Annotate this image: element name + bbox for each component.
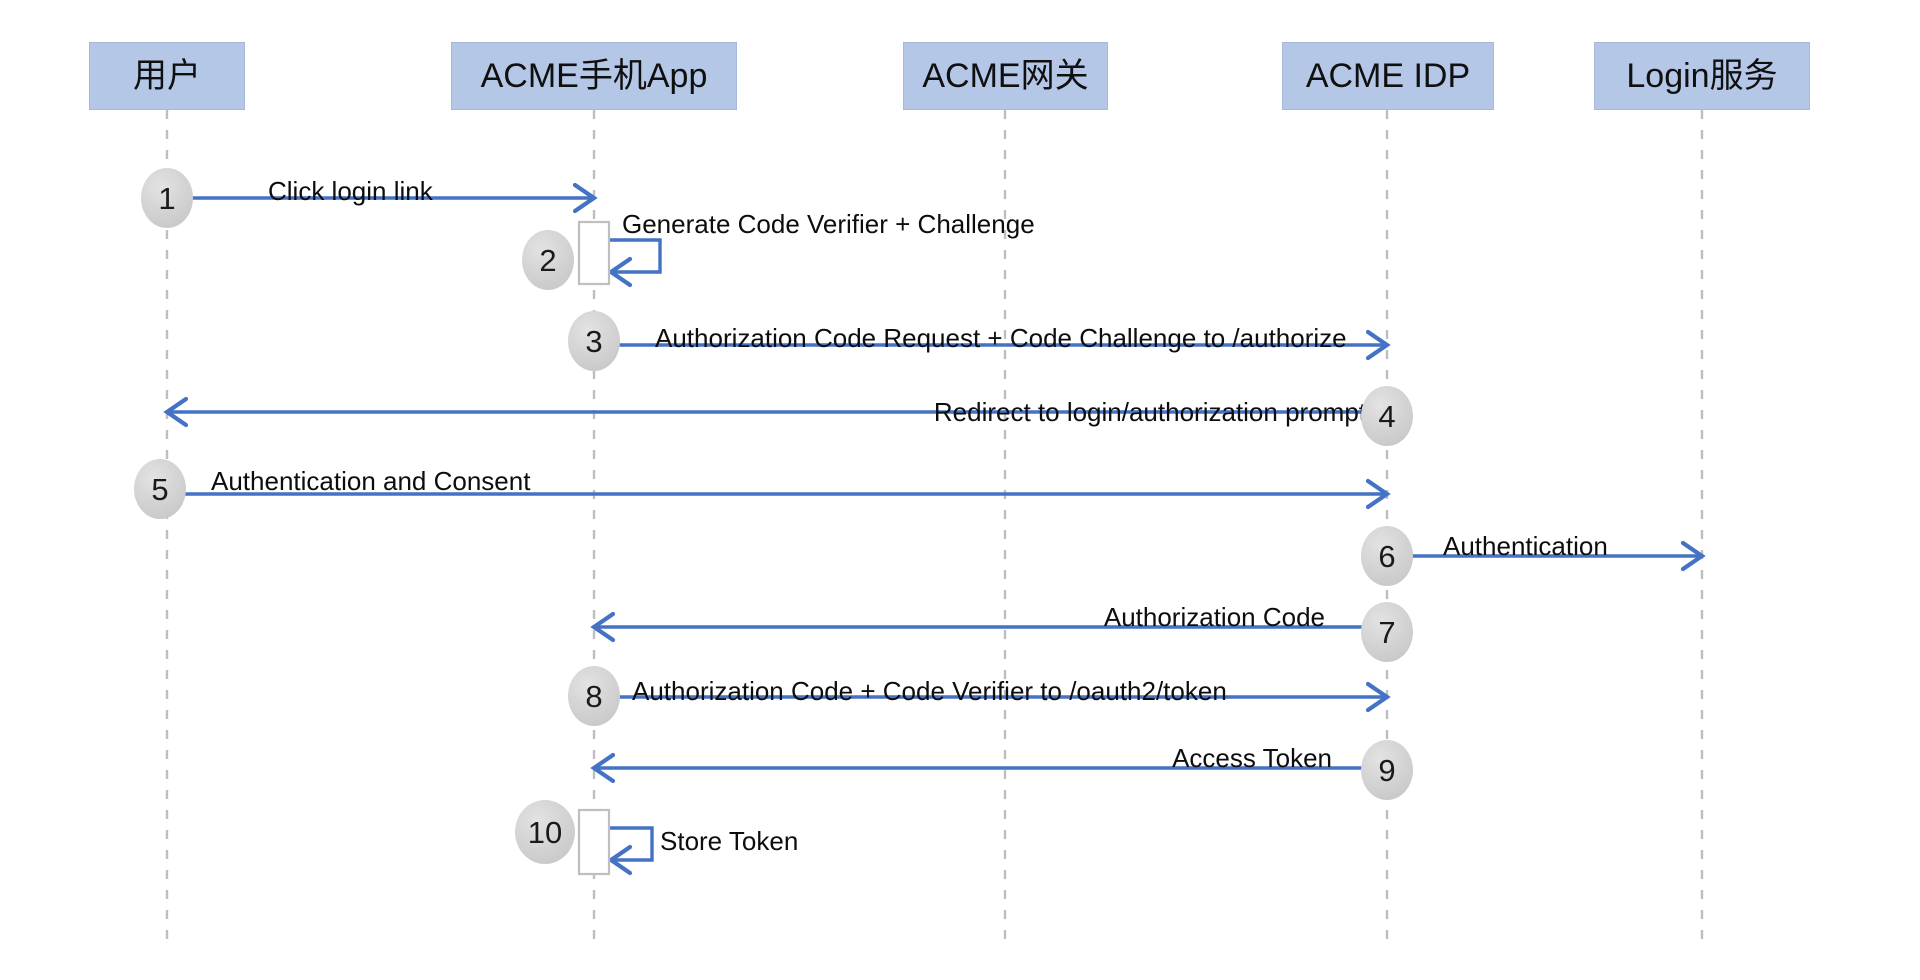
lifeline-header-label: 用户 bbox=[133, 57, 201, 95]
step-2-activation-box bbox=[577, 220, 611, 286]
arrowhead-glyph bbox=[590, 752, 616, 784]
lifeline-header-login[interactable]: Login服务 bbox=[1594, 42, 1810, 110]
lifeline-header-label: ACME IDP bbox=[1305, 57, 1471, 95]
arrowhead-glyph bbox=[572, 182, 598, 214]
lifeline-header-label: Login服务 bbox=[1626, 57, 1778, 95]
lifeline-header-label: ACME网关 bbox=[922, 57, 1089, 95]
arrowhead-glyph bbox=[1365, 681, 1391, 713]
arrowhead-glyph bbox=[163, 396, 189, 428]
step-4-arrowhead bbox=[163, 396, 189, 428]
step-10-message-label: Store Token bbox=[660, 826, 799, 856]
step-8-arrowhead bbox=[1365, 681, 1391, 713]
step-6-message-label: Authentication bbox=[1443, 531, 1608, 561]
step-2-self-loop-line bbox=[609, 238, 662, 274]
step-3-message-label: Authorization Code Request + Code Challe… bbox=[655, 323, 1347, 353]
step-5-arrowhead bbox=[1365, 478, 1391, 510]
step-8-message-label: Authorization Code + Code Verifier to /o… bbox=[632, 676, 1227, 706]
arrowhead-glyph bbox=[607, 844, 633, 876]
step-2-message-label: Generate Code Verifier + Challenge bbox=[622, 209, 1035, 239]
step-3-arrowhead bbox=[1365, 329, 1391, 361]
step-7-message-label: Authorization Code bbox=[1103, 602, 1325, 632]
step-2-number-badge[interactable]: 2 bbox=[522, 230, 574, 290]
arrowhead-glyph bbox=[607, 256, 633, 288]
lifeline-header-gateway[interactable]: ACME网关 bbox=[903, 42, 1108, 110]
lifeline-header-app[interactable]: ACME手机App bbox=[451, 42, 737, 110]
step-1-arrowhead bbox=[572, 182, 598, 214]
step-10-activation-box bbox=[577, 808, 611, 876]
lifeline-header-idp[interactable]: ACME IDP bbox=[1282, 42, 1494, 110]
step-1-number-badge[interactable]: 1 bbox=[141, 168, 193, 228]
step-10-self-loop-line bbox=[609, 826, 654, 862]
step-3-number-badge[interactable]: 3 bbox=[568, 311, 620, 371]
message-arrows-group bbox=[163, 182, 1706, 876]
step-7-number-badge[interactable]: 7 bbox=[1361, 602, 1413, 662]
step-1-message-label: Click login link bbox=[268, 176, 433, 206]
arrowhead-glyph bbox=[1365, 329, 1391, 361]
step-9-number-badge[interactable]: 9 bbox=[1361, 740, 1413, 800]
step-6-arrowhead-end bbox=[1680, 540, 1706, 572]
step-2-arrowhead bbox=[607, 256, 633, 288]
step-10-arrowhead bbox=[607, 844, 633, 876]
step-5-message-label: Authentication and Consent bbox=[211, 466, 531, 496]
step-4-number-badge[interactable]: 4 bbox=[1361, 386, 1413, 446]
step-10-number-badge[interactable]: 10 bbox=[515, 800, 575, 864]
step-8-number-badge[interactable]: 8 bbox=[568, 666, 620, 726]
arrowhead-glyph bbox=[1680, 540, 1706, 572]
arrowhead-glyph bbox=[590, 611, 616, 643]
step-9-arrowhead bbox=[590, 752, 616, 784]
step-6-number-badge[interactable]: 6 bbox=[1361, 526, 1413, 586]
step-7-arrowhead bbox=[590, 611, 616, 643]
lifeline-header-user[interactable]: 用户 bbox=[89, 42, 245, 110]
step-5-number-badge[interactable]: 5 bbox=[134, 459, 186, 519]
arrowhead-glyph bbox=[1365, 478, 1391, 510]
activation-boxes-group bbox=[577, 220, 611, 876]
step-4-message-label: Redirect to login/authorization prompt bbox=[933, 397, 1366, 427]
lifeline-header-label: ACME手机App bbox=[480, 57, 708, 95]
step-9-message-label: Access Token bbox=[1172, 743, 1332, 773]
